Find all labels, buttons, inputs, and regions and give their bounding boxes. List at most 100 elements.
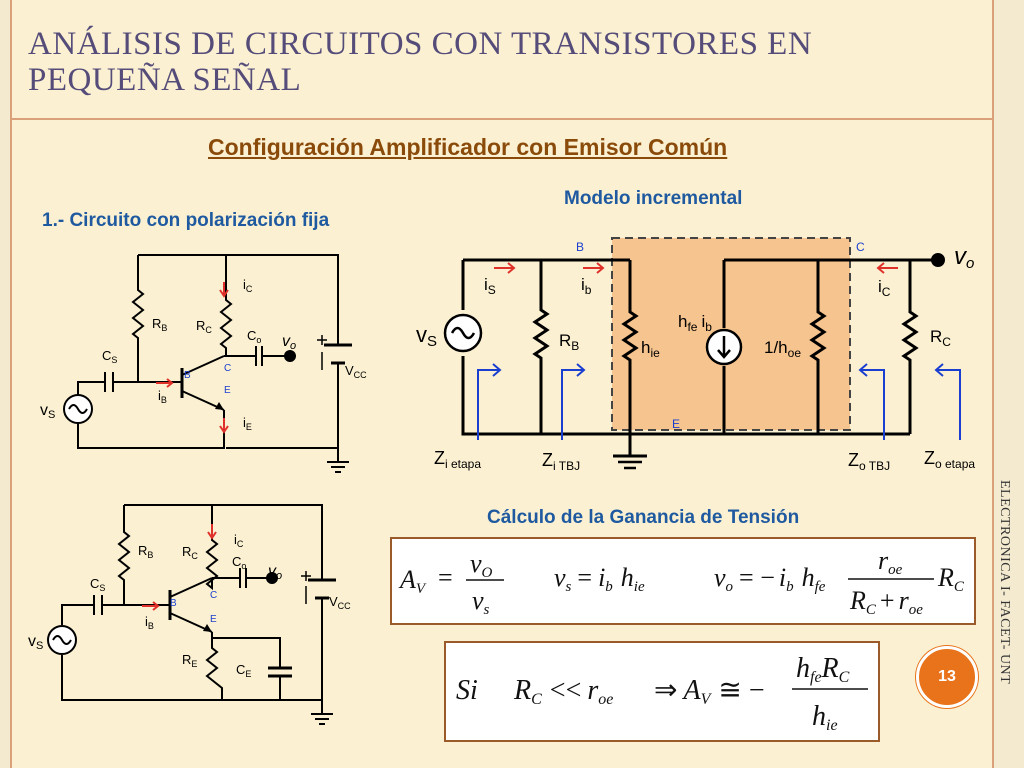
formula-av-den: vs	[472, 586, 490, 618]
formula-vo-den: RC+roe	[849, 586, 923, 618]
model-label-ib: ib	[581, 275, 592, 297]
ic-model-arrow-icon	[876, 262, 898, 274]
is-arrow-icon	[494, 262, 516, 274]
approx-gain-formula: Si RC<<roe ⇒AV≅ − hfeRC hie	[456, 653, 868, 734]
slide-subtitle: Configuración Amplificador con Emisor Co…	[208, 134, 728, 160]
model-ac-source-icon	[443, 313, 483, 353]
vcc-battery-icon	[317, 335, 352, 370]
ie-arrow-icon	[219, 418, 229, 434]
right-border-line	[992, 0, 994, 768]
c2-coupling-capacitor-icon	[93, 595, 103, 615]
ic-arrow-icon	[219, 282, 229, 298]
ib-arrow-icon	[156, 378, 174, 388]
c2-output-node	[266, 572, 278, 584]
model-heading: Modelo incremental	[564, 188, 743, 209]
model-label-is: iS	[484, 275, 496, 297]
ib-model-arrow-icon	[583, 262, 605, 274]
c2-label-c: C	[210, 590, 217, 601]
slide-title: ANÁLISIS DE CIRCUITOS CON TRANSISTORES E…	[28, 26, 813, 98]
model-label-zi-tbj: Zi TBJ	[542, 450, 580, 473]
c2-label-ce: CE	[236, 662, 251, 679]
c1-label-vs: vS	[40, 402, 55, 421]
formula-condition: RC<<roe	[513, 675, 613, 708]
title-divider	[10, 118, 992, 120]
c2-label-ib: iB	[145, 614, 154, 631]
c1-label-ib: iB	[158, 388, 167, 405]
c1-label-vcc: VCC	[345, 363, 367, 380]
c2-label-vs: vS	[28, 633, 43, 652]
c2-ic-arrow-icon	[207, 524, 217, 540]
c2-label-re: RE	[182, 652, 197, 669]
c2-label-ic: iC	[234, 532, 244, 549]
approx-gain-formula-box: Si RC<<roe ⇒AV≅ − hfeRC hie	[444, 641, 880, 742]
model-label-vs: vS	[416, 322, 437, 350]
model-red-arrows	[494, 262, 898, 274]
c1-label-b: B	[184, 370, 191, 381]
c1-label-rc: RC	[196, 318, 212, 335]
c2-label-b: B	[170, 598, 177, 609]
section-heading-fixed-bias: 1.- Circuito con polarización fija	[42, 210, 330, 231]
c2-label-rb: RB	[138, 543, 153, 560]
model-wires	[461, 258, 938, 470]
formula-si: Si	[456, 675, 478, 706]
c1-label-ic: iC	[243, 277, 253, 294]
formula-result-num: hfeRC	[796, 653, 850, 686]
model-label-c: C	[856, 240, 865, 254]
model-label-b: B	[576, 240, 584, 254]
ac-source-icon	[63, 394, 93, 424]
emitter-arrow-icon	[215, 402, 224, 410]
coupling-capacitor-icon	[104, 372, 114, 392]
zo-tbj-arrow-icon	[858, 363, 885, 440]
formula-av-num: vO	[470, 549, 493, 581]
model-blue-arrows	[477, 363, 961, 440]
c1-label-e: E	[224, 385, 231, 396]
model-label-vo: vo	[954, 243, 974, 272]
c2-label-e: E	[210, 614, 217, 625]
circuit2-wires	[61, 504, 333, 725]
c1-label-ie: iE	[243, 415, 252, 432]
zi-etapa-arrow-icon	[477, 363, 502, 440]
formula-av-eq: =	[438, 563, 453, 592]
page-number-badge: 13	[916, 646, 978, 708]
c2-emitter-arrow-icon	[203, 624, 212, 632]
model-label-e: E	[672, 417, 680, 431]
formula-av-lhs: AV	[398, 565, 427, 597]
footer-side-text: ELECTRONICA I- FACET- UNT	[997, 480, 1012, 685]
left-border-line	[10, 0, 12, 768]
c1-label-co: Co	[247, 328, 261, 345]
c2-ac-source-icon	[47, 625, 77, 655]
model-label-zo-tbj: Zo TBJ	[848, 450, 890, 473]
model-label-zi-etapa: Zi etapa	[434, 448, 481, 471]
c2-ib-arrow-icon	[142, 601, 160, 611]
model-label-hoe: 1/hoe	[764, 338, 801, 360]
c2-label-vcc: VCC	[329, 594, 351, 611]
model-label-zo-etapa: Zo etapa	[924, 448, 975, 471]
model-label-ic: iC	[878, 277, 891, 299]
c2-bypass-capacitor-icon	[268, 666, 292, 678]
zo-etapa-arrow-icon	[934, 363, 961, 440]
gain-heading: Cálculo de la Ganancia de Tensión	[487, 507, 800, 528]
model-label-rc: RC	[930, 327, 951, 349]
model-output-node	[931, 253, 945, 267]
c2-label-co: Co	[232, 554, 246, 571]
current-source-icon	[705, 328, 743, 366]
zi-tbj-arrow-icon	[561, 363, 586, 440]
formula-vo-rc: RC	[937, 563, 965, 595]
model-label-hie: hie	[641, 338, 660, 360]
c1-label-rb: RB	[152, 316, 167, 333]
formula-result-den: hie	[812, 701, 838, 734]
model-label-rb: RB	[559, 331, 579, 353]
c1-label-cs: CS	[102, 348, 117, 365]
c2-label-cs: CS	[90, 576, 105, 593]
output-node	[284, 350, 296, 362]
formula-vo-num: roe	[878, 546, 903, 578]
c2-vcc-battery-icon	[301, 571, 336, 604]
